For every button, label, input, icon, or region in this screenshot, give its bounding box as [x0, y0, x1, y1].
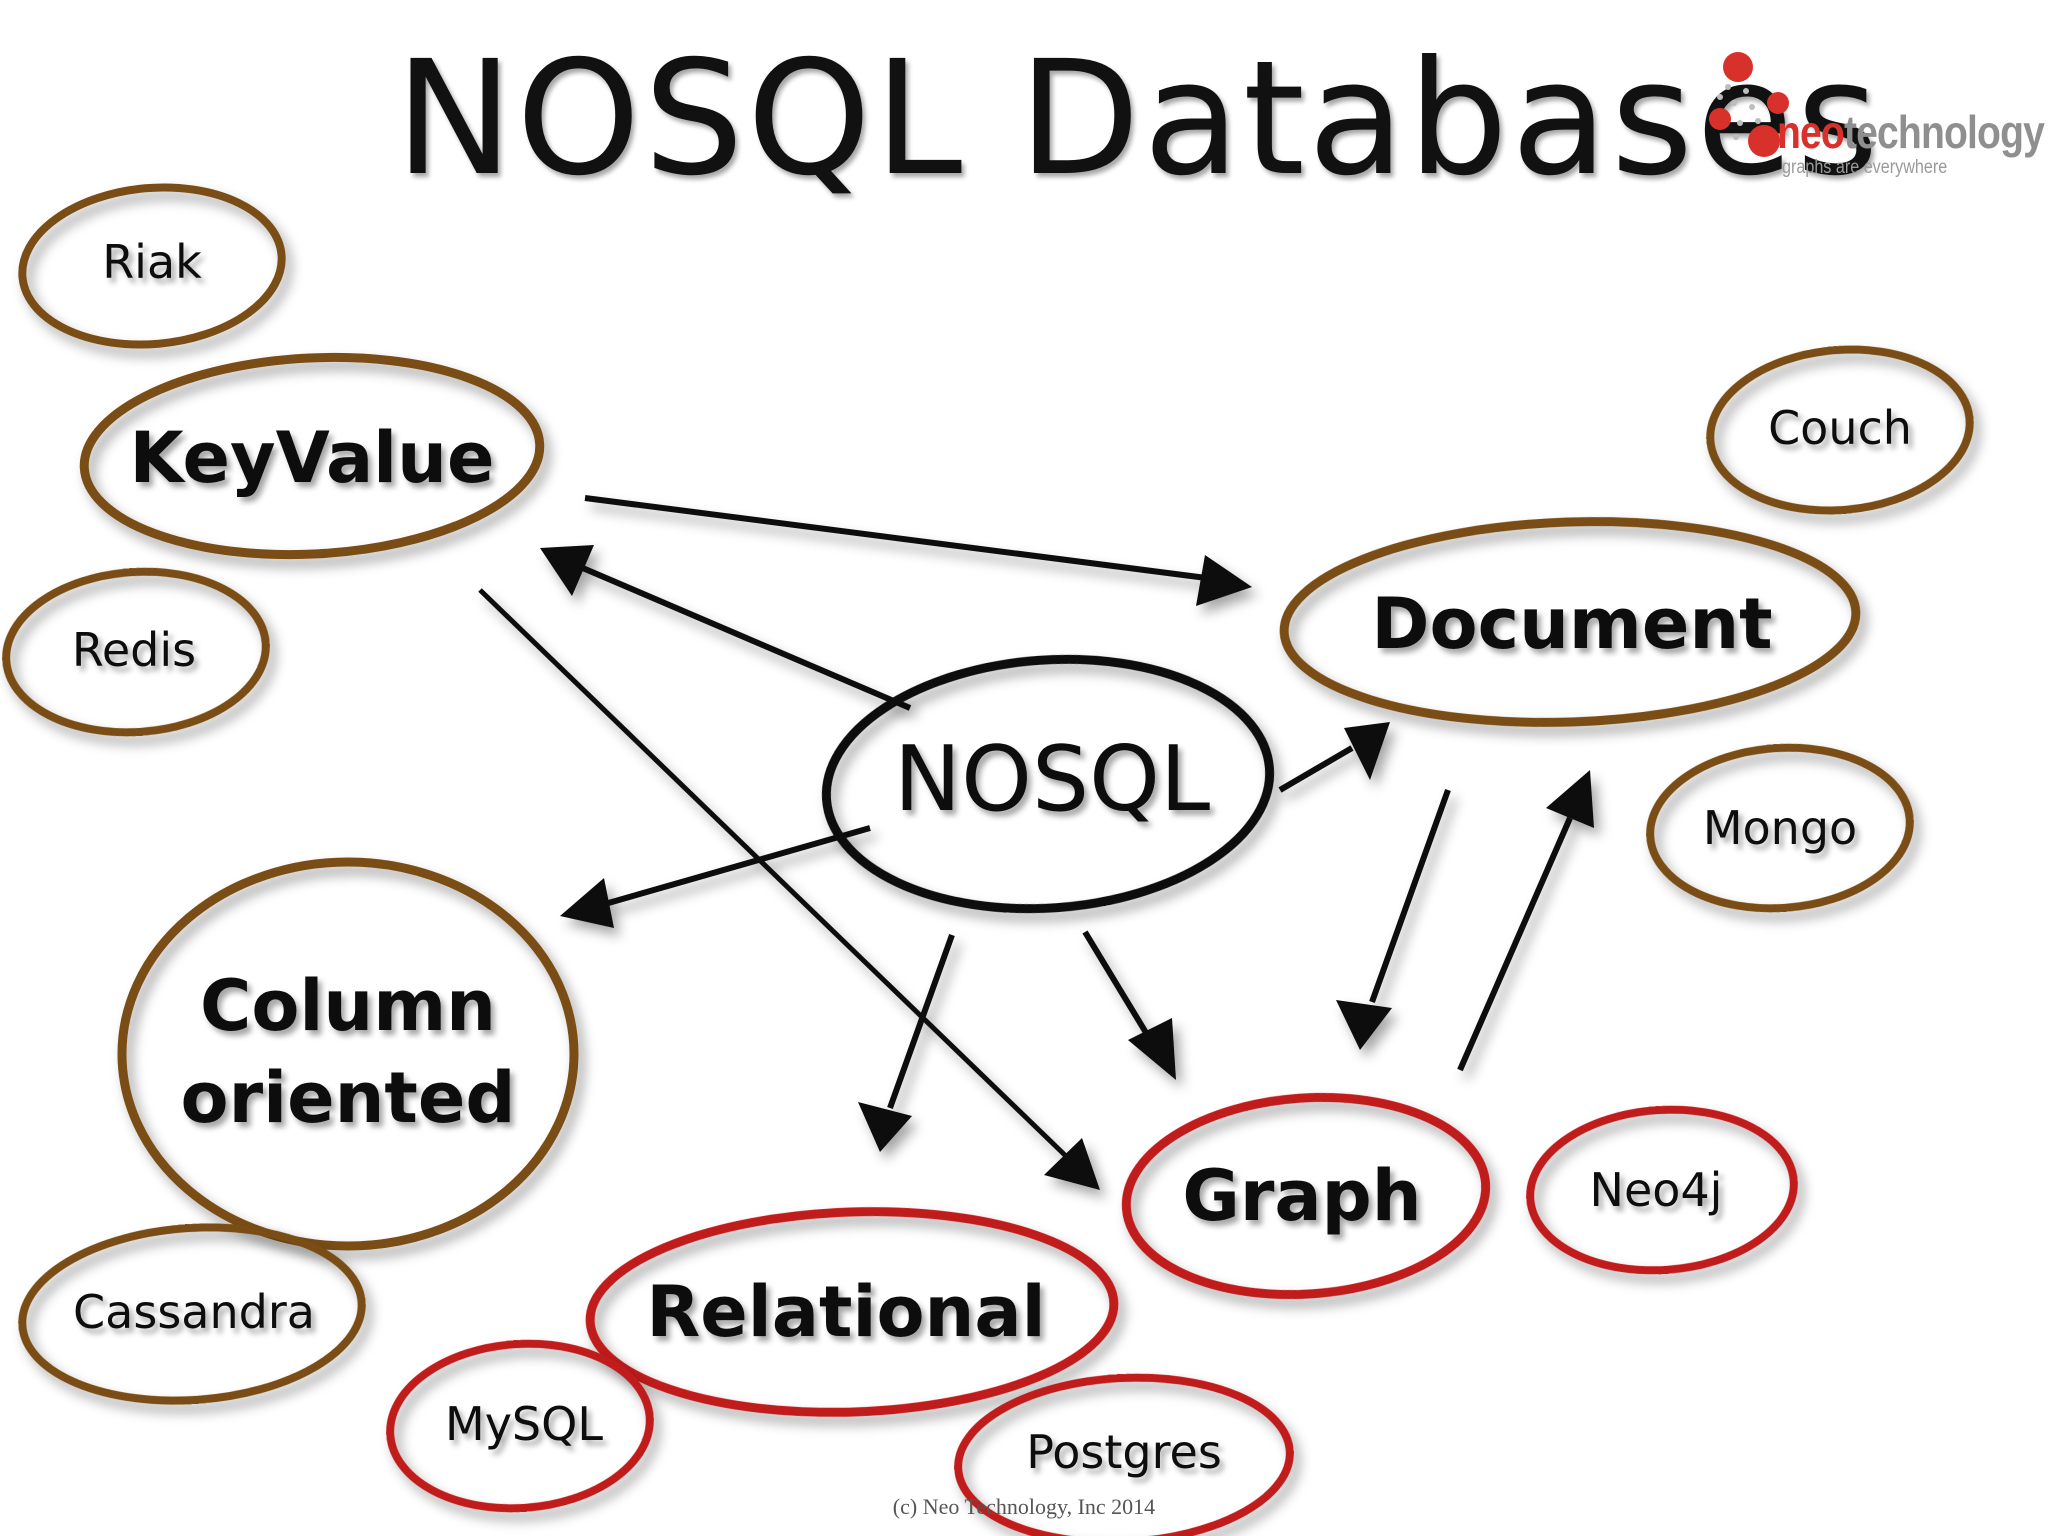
footer-copyright: (c) Neo Technology, Inc 2014 [892, 1494, 1156, 1519]
nosql-label: NOSQL [894, 727, 1210, 832]
column-ellipse [117, 857, 579, 1251]
postgres-label: Postgres [1026, 1425, 1222, 1479]
neo4j-ellipse [1526, 1105, 1798, 1275]
keyvalue-ellipse [79, 352, 545, 560]
arrow-nosql-to-keyvalue [540, 545, 912, 711]
arrow-keyvalue-to-graph [478, 588, 1100, 1190]
arrow-nosql-to-graph [1082, 930, 1176, 1080]
riak-ellipse [18, 183, 286, 349]
neo4j-label: Neo4j [1590, 1163, 1723, 1217]
cassandra-label: Cassandra [73, 1285, 315, 1339]
arrow-document-to-graph [1336, 788, 1451, 1050]
graph-dots-icon [1709, 52, 1789, 157]
arrow-nosql-to-column [560, 825, 871, 928]
document-ellipse [1279, 517, 1861, 727]
arrow-nosql-to-document [1278, 722, 1390, 793]
arrow-keyvalue-to-document [584, 495, 1252, 606]
graph-ellipse [1121, 1092, 1491, 1300]
mongo-label: Mongo [1703, 801, 1857, 855]
arrow-nosql-to-relational [858, 933, 955, 1152]
mysql-ellipse [386, 1339, 654, 1513]
couch-label: Couch [1768, 401, 1912, 455]
redis-ellipse [2, 567, 270, 737]
arrows [478, 495, 1594, 1190]
graph-label: Graph [1182, 1155, 1421, 1237]
keyvalue-label: KeyValue [129, 417, 494, 499]
nosql-ellipse [821, 654, 1275, 914]
cassandra-ellipse [18, 1223, 366, 1405]
logo-tagline: graphs are everywhere [1782, 157, 1948, 178]
document-label: Document [1371, 583, 1772, 665]
redis-label: Redis [72, 623, 196, 677]
mongo-ellipse [1646, 743, 1914, 913]
relational-label: Relational [646, 1271, 1045, 1353]
couch-ellipse [1706, 345, 1974, 515]
page-title: NOSQL Databases [395, 27, 1882, 211]
riak-label: Riak [102, 235, 202, 289]
column-label-line2: oriented [181, 1057, 516, 1139]
arrow-graph-to-document [1457, 770, 1594, 1072]
postgres-ellipse [954, 1373, 1294, 1536]
relational-ellipse [585, 1207, 1119, 1417]
mysql-label: MySQL [445, 1397, 603, 1451]
column-label-line1: Column [200, 965, 496, 1047]
logo-wordmark: neotechnology [1777, 106, 2045, 158]
neo-technology-logo: neotechnology graphs are everywhere [1700, 45, 2045, 195]
